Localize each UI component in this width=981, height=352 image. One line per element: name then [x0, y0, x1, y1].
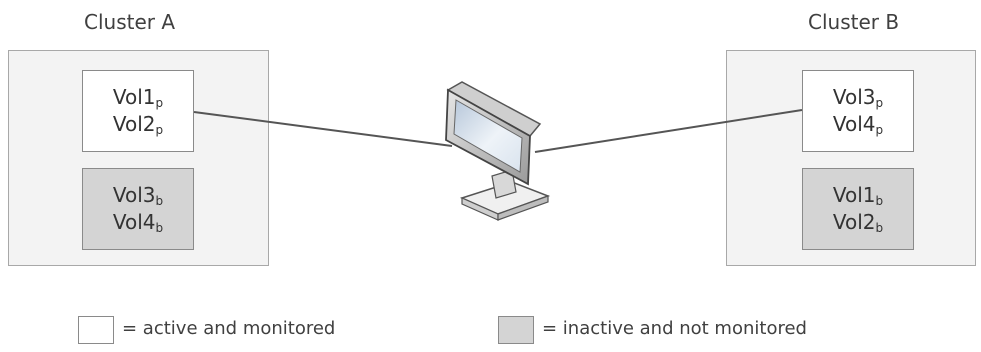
link-cluster-b: [534, 109, 803, 153]
volume-label: Vol3b: [112, 182, 164, 208]
computer-monitor-icon: [445, 81, 551, 221]
cluster-a-active-volumes: Vol1p Vol2p: [82, 70, 194, 152]
legend-inactive-swatch: [498, 316, 534, 344]
volume-label: Vol2b: [832, 210, 884, 235]
legend-active-label: = active and monitored: [122, 318, 336, 339]
cluster-b-title: Cluster B: [808, 10, 900, 34]
legend-inactive-label: = inactive and not monitored: [542, 318, 807, 339]
volume-label: Vol2p: [112, 112, 164, 137]
cluster-b-inactive-volumes: Vol1b Vol2b: [802, 168, 914, 250]
volume-label: Vol1b: [832, 182, 884, 208]
cluster-a-inactive-volumes: Vol3b Vol4b: [82, 168, 194, 250]
volume-label: Vol4b: [112, 210, 164, 235]
volume-label: Vol4p: [832, 112, 884, 137]
link-cluster-a: [193, 111, 453, 147]
cluster-a-title: Cluster A: [84, 10, 176, 34]
volume-label: Vol1p: [112, 84, 164, 110]
legend-active-swatch: [78, 316, 114, 344]
volume-label: Vol3p: [832, 84, 884, 110]
cluster-b-active-volumes: Vol3p Vol4p: [802, 70, 914, 152]
